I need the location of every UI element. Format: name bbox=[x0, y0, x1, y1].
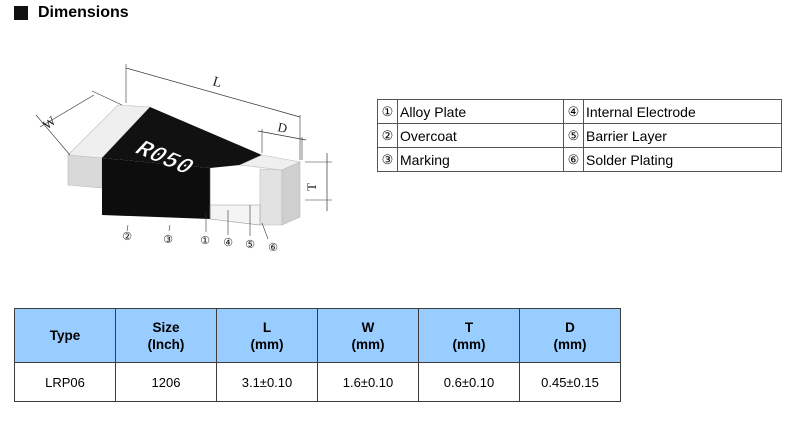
callout-3: ③ bbox=[163, 233, 173, 246]
legend-number: ⑤ bbox=[563, 123, 584, 148]
legend-row: ③ Marking ⑥ Solder Plating bbox=[377, 147, 782, 172]
spec-header-row: Type Size(Inch) L(mm) W(mm) T(mm) D(mm) bbox=[14, 308, 621, 363]
legend-number: ④ bbox=[563, 99, 584, 124]
callout-6: ⑥ bbox=[268, 241, 278, 254]
cell-t: 0.6±0.10 bbox=[418, 362, 520, 402]
legend-part-name: Alloy Plate bbox=[397, 99, 564, 124]
cell-size: 1206 bbox=[115, 362, 217, 402]
bullet-square-icon bbox=[14, 6, 28, 20]
section-header: Dimensions bbox=[14, 4, 129, 22]
callout-2: ② bbox=[122, 230, 132, 243]
legend-part-name: Internal Electrode bbox=[583, 99, 782, 124]
legend-part-name: Marking bbox=[397, 147, 564, 172]
part-legend-table: ① Alloy Plate ④ Internal Electrode ② Ove… bbox=[377, 99, 782, 172]
legend-part-name: Barrier Layer bbox=[583, 123, 782, 148]
right-terminal-side bbox=[281, 161, 301, 226]
dim-label-w: W bbox=[40, 113, 59, 133]
cell-type: LRP06 bbox=[14, 362, 116, 402]
legend-part-name: Solder Plating bbox=[583, 147, 782, 172]
cell-w: 1.6±0.10 bbox=[317, 362, 419, 402]
legend-number: ③ bbox=[377, 147, 398, 172]
legend-number: ① bbox=[377, 99, 398, 124]
chip-body-top bbox=[102, 107, 262, 168]
callout-4: ④ bbox=[223, 236, 233, 249]
header-w: W(mm) bbox=[317, 308, 419, 363]
alloy-plate bbox=[209, 204, 261, 226]
left-terminal-front bbox=[67, 154, 103, 189]
section-title: Dimensions bbox=[38, 4, 129, 21]
dim-label-d: D bbox=[276, 119, 288, 136]
callout-5: ⑤ bbox=[245, 238, 255, 251]
legend-number: ⑥ bbox=[563, 147, 584, 172]
legend-row: ① Alloy Plate ④ Internal Electrode bbox=[377, 99, 782, 124]
callout-1: ① bbox=[200, 234, 210, 247]
dim-label-l: L bbox=[211, 74, 223, 91]
table-row: LRP06 1206 3.1±0.10 1.6±0.10 0.6±0.10 0.… bbox=[14, 362, 621, 402]
header-d: D(mm) bbox=[519, 308, 621, 363]
header-l: L(mm) bbox=[216, 308, 318, 363]
right-terminal-front bbox=[259, 168, 283, 226]
chip-resistor-drawing: R050 L W D T ② ③ ① ④ ⑤ ⑥ bbox=[35, 64, 332, 254]
legend-row: ② Overcoat ⑤ Barrier Layer bbox=[377, 123, 782, 148]
cell-d: 0.45±0.15 bbox=[519, 362, 621, 402]
legend-part-name: Overcoat bbox=[397, 123, 564, 148]
header-size: Size(Inch) bbox=[115, 308, 217, 363]
cell-l: 3.1±0.10 bbox=[216, 362, 318, 402]
dimensions-spec-table: Type Size(Inch) L(mm) W(mm) T(mm) D(mm) … bbox=[14, 308, 621, 402]
legend-number: ② bbox=[377, 123, 398, 148]
header-type: Type bbox=[14, 308, 116, 363]
dim-label-t: T bbox=[304, 183, 319, 191]
header-t: T(mm) bbox=[418, 308, 520, 363]
chip-body-front bbox=[102, 158, 210, 219]
